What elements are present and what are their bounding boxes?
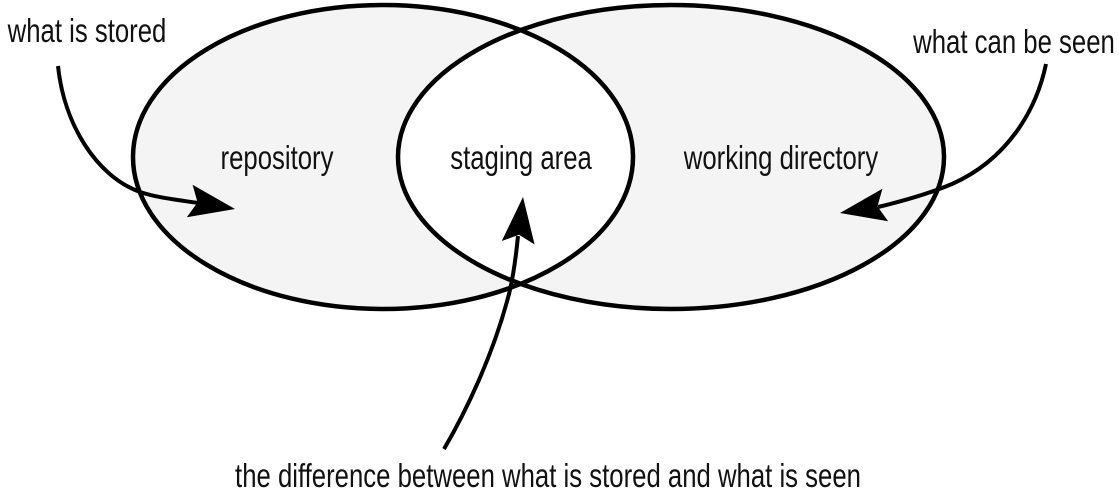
arrow-what-can-be-seen-head-icon	[840, 188, 889, 222]
difference-label-group: the difference between what is stored an…	[235, 458, 861, 495]
arrow-difference-curve	[442, 235, 520, 451]
working-directory-label-group: working directory	[683, 140, 878, 177]
arrow-what-is-stored-curve	[56, 65, 199, 205]
arrow-what-is-stored	[56, 65, 235, 218]
what-is-stored-label-group: what is stored	[7, 13, 167, 50]
arrow-difference-head-icon	[501, 197, 535, 245]
staging-area-label: staging area	[450, 140, 592, 177]
difference-label: the difference between what is stored an…	[235, 458, 861, 495]
repository-label: repository	[221, 140, 334, 177]
what-can-be-seen-label: what can be seen	[912, 24, 1115, 61]
arrow-what-can-be-seen-curve	[877, 63, 1048, 209]
repository-ellipse	[130, 2, 636, 312]
what-can-be-seen-label-group: what can be seen	[912, 24, 1115, 61]
arrow-what-can-be-seen	[840, 63, 1048, 222]
arrow-what-is-stored-head-icon	[186, 184, 235, 218]
working-directory-ellipse	[395, 2, 947, 312]
what-is-stored-label: what is stored	[7, 13, 167, 50]
arrow-difference	[442, 197, 535, 451]
ellipse-fill-regions	[133, 5, 944, 309]
staging-area-label-group: staging area	[450, 140, 592, 177]
working-directory-label: working directory	[683, 140, 878, 177]
repository-label-group: repository	[221, 140, 334, 177]
